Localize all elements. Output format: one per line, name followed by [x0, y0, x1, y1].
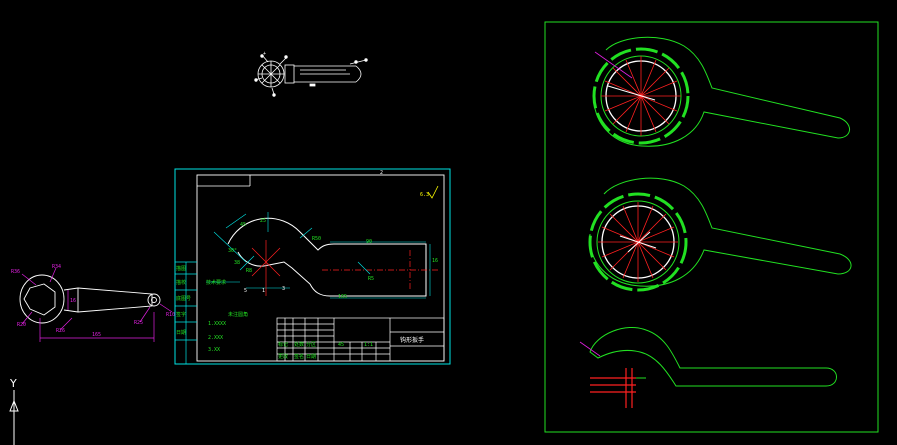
side-code-4: 签字 [176, 311, 186, 318]
tb-cell-4: 更改 [278, 353, 288, 360]
tb-scale: 1:1 [364, 342, 373, 348]
top-view-label: + [263, 51, 266, 57]
sheet-note-left: 技术要求 [206, 279, 226, 286]
top-view-drawing: + [254, 51, 368, 97]
tb-cell-1: 标记 [278, 341, 288, 348]
left-dim-r2: R34 [52, 264, 61, 270]
sheet-dim-c: 30° [228, 248, 237, 254]
sheet-dim-i: 1 [262, 288, 265, 294]
side-code-1: 描图 [176, 265, 186, 272]
roughness-icon [427, 185, 439, 199]
sheet-dim-h: 3 [282, 286, 285, 292]
sheet-dim-g: 5 [244, 288, 247, 294]
left-dim-len: 165 [92, 332, 101, 338]
ucs-icon: Y [9, 377, 19, 445]
sheet-dim-e: 165 [338, 294, 347, 300]
tb-cell-6: 日期 [306, 354, 316, 360]
sheet-dim-f: 16 [432, 258, 438, 264]
sheet-side-note-3: 3.XX [208, 347, 220, 353]
tb-material: 45 [338, 342, 344, 348]
sheet-dimension-lines [206, 212, 431, 299]
sheet-dim-m: R8 [246, 268, 252, 274]
sheet-dim-d: R50 [312, 236, 321, 242]
ucs-y-label: Y [9, 377, 17, 390]
left-wrench-drawing: R36 R34 R20 R26 R25 R10 165 16 [11, 264, 175, 342]
sheet-top-number: 2 [380, 170, 383, 176]
sheet-wrench [227, 217, 438, 297]
side-code-5: 日期 [176, 330, 186, 336]
side-code-2: 描校 [176, 279, 186, 286]
left-dim-d1: R20 [17, 322, 26, 328]
sheet-dim-j: 90 [366, 239, 372, 245]
sheet-dim-b: 25 [260, 218, 266, 224]
drawing-sheet[interactable]: 2 描图 描校 底图号 签字 日期 6.3 [174, 168, 451, 365]
sheet-side-note-2: 2.XXX [208, 335, 223, 341]
sheet-dim-a: 45 [240, 222, 246, 228]
left-dim-r1: R36 [11, 269, 20, 275]
title-block [276, 317, 445, 362]
right-frame[interactable] [544, 21, 879, 433]
wrench-view-3 [579, 326, 837, 408]
wrench-view-2 [588, 177, 852, 292]
left-dim-w: 16 [70, 298, 76, 304]
left-dim-d4: R10 [166, 312, 175, 318]
wrench-view-1 [592, 36, 850, 147]
sheet-dim-k: R5 [368, 276, 374, 282]
sheet-side-strip [175, 261, 197, 364]
tb-cell-3: 分区 [306, 341, 316, 348]
tb-cell-2: 处数 [294, 341, 304, 348]
tb-part-name: 钩形扳手 [400, 336, 424, 344]
roughness-value: 6.3 [420, 192, 429, 198]
side-code-3: 底图号 [176, 295, 191, 302]
left-dim-d2: R26 [56, 328, 65, 334]
sheet-center-marks [251, 240, 281, 296]
sheet-dim-l: 38 [234, 260, 240, 266]
left-dim-d3: R25 [134, 320, 143, 326]
sheet-side-note-1: 1.XXXX [208, 321, 226, 327]
sheet-note-mid: 未注圆角 [228, 311, 248, 318]
tb-cell-5: 签名 [294, 353, 304, 360]
